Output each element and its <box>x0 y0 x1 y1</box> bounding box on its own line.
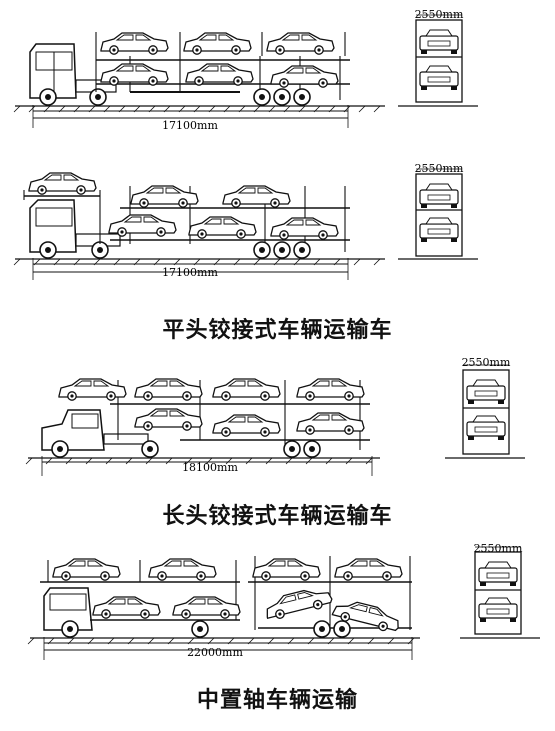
caption-long-head: 长头铰接式车辆运输车 <box>162 504 393 529</box>
caption-flat-head: 平头铰接式车辆运输车 <box>162 318 393 343</box>
length-dimension: 17100mm <box>162 119 218 132</box>
length-dimension: 22000mm <box>187 646 243 659</box>
width-dimension: 2550mm <box>462 356 511 369</box>
width-dimension: 2550mm <box>415 162 464 175</box>
width-dimension: 2550mm <box>415 8 464 21</box>
diagram-1: 17100mm 2550mm <box>13 8 478 132</box>
diagram-4: 22000mm 2550mm <box>27 542 540 660</box>
caption-center-axle: 中置轴车辆运输 <box>196 688 358 713</box>
width-dimension: 2550mm <box>474 542 523 555</box>
diagram-3: 18100mm 2550mm <box>25 356 525 476</box>
diagram-2: 17100mm 2550mm <box>13 162 478 280</box>
length-dimension: 18100mm <box>182 461 238 474</box>
length-dimension: 17100mm <box>162 266 218 279</box>
